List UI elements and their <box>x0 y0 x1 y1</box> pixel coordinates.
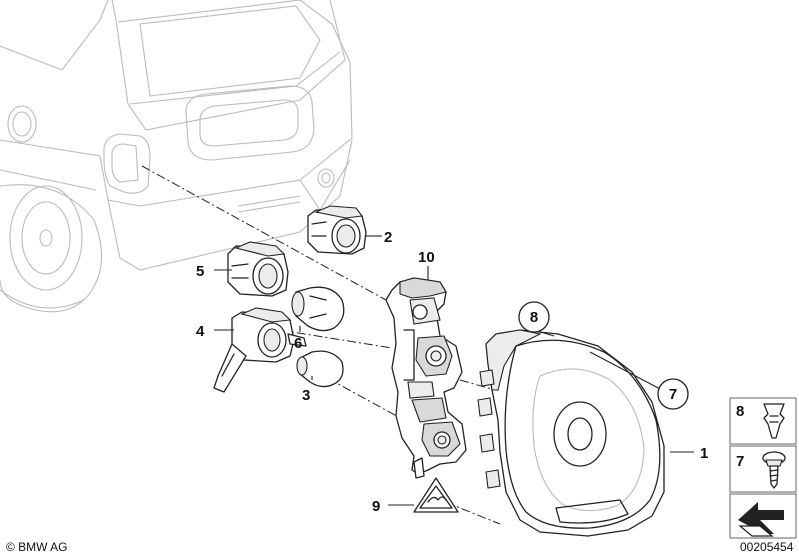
legend-item-7: 7 <box>736 453 744 470</box>
car-rear-outline <box>0 0 353 313</box>
bulb-socket-2 <box>307 205 367 255</box>
legend-item-8: 8 <box>736 403 744 420</box>
callout-circle-7 <box>657 378 689 410</box>
direction-arrow-icon <box>738 502 784 537</box>
screw-icon <box>762 451 786 489</box>
rear-lamp-1 <box>477 329 665 537</box>
callout-8: 8 <box>530 309 538 326</box>
callout-10: 10 <box>418 249 435 266</box>
callout-5: 5 <box>196 263 204 280</box>
legend-box-7 <box>729 445 797 493</box>
callout-6: 6 <box>294 335 302 352</box>
clip-nut-icon <box>763 403 785 439</box>
copyright-label: © BMW AG <box>6 540 68 554</box>
callout-9: 9 <box>372 498 380 515</box>
bulb-socket-5 <box>227 241 289 297</box>
diagram-number: 00205454 <box>740 540 794 554</box>
callout-3: 3 <box>302 387 310 404</box>
bulb-carrier-10 <box>385 277 467 479</box>
warning-label-9 <box>413 477 459 513</box>
bulb-6 <box>291 286 345 332</box>
bulb-socket-4 <box>213 307 307 393</box>
legend-box-8 <box>729 397 797 445</box>
callout-labels: 2 5 10 6 4 3 1 9 8 7 <box>196 229 708 515</box>
callout-1: 1 <box>700 445 708 462</box>
callout-circle-8 <box>518 301 550 333</box>
callout-4: 4 <box>196 323 205 340</box>
callout-2: 2 <box>384 229 392 246</box>
bulb-3 <box>296 350 344 388</box>
callout-7: 7 <box>669 386 677 403</box>
legend-panel: 8 7 <box>729 397 797 539</box>
